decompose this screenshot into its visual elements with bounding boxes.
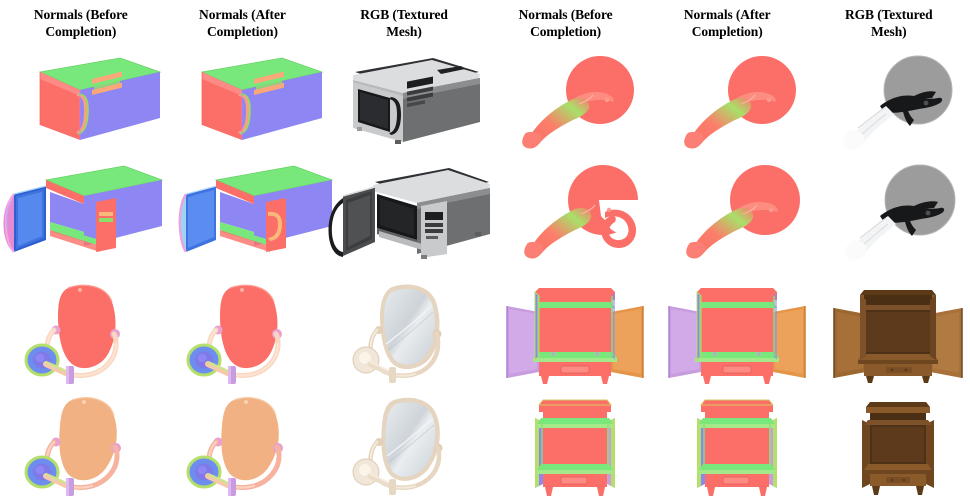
cell-r3c1-mirror-normals-before	[20, 278, 170, 390]
microwave-normals-open-after	[178, 165, 334, 253]
column-header-5-line2: Completion)	[691, 24, 763, 39]
cell-r4c2-mirror-normals-after	[182, 392, 332, 500]
cabinet-rgb-open	[833, 290, 963, 383]
cabinet-normals-open-after	[668, 288, 806, 384]
cell-r4c1-mirror-normals-before	[20, 392, 170, 500]
cell-r2c2-microwave-open-normals-after	[170, 156, 338, 268]
cell-r2c4-pizzacutter-normals-before	[495, 156, 655, 268]
cell-r3c2-mirror-normals-after	[182, 278, 332, 390]
column-header-2-line1: Normals (After	[199, 7, 286, 22]
column-header-5: Normals (After Completion)	[646, 0, 808, 40]
column-header-5-line1: Normals (After	[683, 7, 771, 22]
microwave-normals-closed-before	[38, 57, 162, 140]
pizzacutter-normals-full-after	[684, 56, 796, 149]
column-header-1-line2: Completion)	[45, 24, 117, 39]
column-header-3-line1: RGB (Textured	[360, 7, 448, 22]
column-header-4: Normals (Before Completion)	[485, 0, 647, 40]
cell-r2c6-pizzacutter-rgb	[818, 156, 970, 268]
cell-r2c3-microwave-open-rgb	[325, 156, 495, 268]
column-header-4-line1: Normals (Before	[518, 7, 613, 22]
column-header-4-line2: Completion)	[530, 24, 602, 39]
cell-r1c6-pizzacutter-rgb	[818, 48, 970, 156]
cell-r3c5-cabinet-normals-after	[657, 278, 817, 390]
column-header-6-line1: RGB (Textured	[844, 7, 933, 22]
pizzacutter-rgb-full	[843, 55, 953, 151]
mirror-normals-tilted-before	[24, 397, 121, 496]
pizzacutter-normals-notched-after	[686, 165, 800, 259]
mirror-normals-upright-after	[186, 284, 282, 384]
column-header-6-line2: Mesh)	[871, 24, 907, 39]
microwave-normals-closed-after	[200, 57, 324, 140]
mirror-rgb-tilted	[352, 397, 443, 495]
cell-r2c1-microwave-open-normals-before	[0, 156, 168, 268]
microwave-rgb-open	[328, 168, 490, 259]
column-header-3: RGB (Textured Mesh)	[323, 0, 485, 40]
cell-r1c4-pizzacutter-normals-before	[495, 48, 655, 156]
column-headers: Normals (Before Completion) Normals (Aft…	[0, 0, 970, 40]
cell-r1c3-microwave-rgb	[333, 48, 493, 156]
cell-r3c3-mirror-rgb	[342, 278, 492, 390]
column-header-2: Normals (After Completion)	[162, 0, 324, 40]
pizzacutter-normals-full-before	[522, 56, 634, 149]
cabinet-normals-open-before	[506, 288, 644, 384]
pizzacutter-normals-notched-before	[524, 165, 638, 259]
column-header-1: Normals (Before Completion)	[0, 0, 162, 40]
cell-r4c5-cabinet-normals-after	[657, 392, 817, 500]
cell-r1c5-pizzacutter-normals-after	[657, 48, 817, 156]
cabinet-rgb-closed	[862, 402, 934, 495]
microwave-rgb-closed	[353, 58, 480, 144]
cell-r4c6-cabinet-rgb	[818, 392, 970, 500]
cell-r4c4-cabinet-normals-before	[495, 392, 655, 500]
microwave-normals-open-before	[3, 165, 164, 253]
column-header-3-line2: Mesh)	[386, 24, 422, 39]
pizzacutter-rgb-notched	[845, 164, 956, 261]
mirror-normals-tilted-after	[186, 397, 283, 496]
cell-r2c5-pizzacutter-normals-after	[657, 156, 817, 268]
column-header-6: RGB (Textured Mesh)	[808, 0, 970, 40]
column-header-1-line1: Normals (Before	[33, 7, 128, 22]
cell-r3c6-cabinet-rgb	[818, 278, 970, 390]
cell-r1c1-microwave-normals-before	[8, 48, 168, 156]
mirror-normals-upright-before	[24, 284, 120, 384]
cabinet-normals-closed-after	[697, 399, 777, 496]
cell-r4c3-mirror-rgb	[342, 392, 492, 500]
cell-r1c2-microwave-normals-after	[170, 48, 330, 156]
mirror-rgb-upright	[352, 284, 442, 383]
column-header-2-line2: Completion)	[206, 24, 278, 39]
results-grid	[0, 46, 970, 500]
cell-r3c4-cabinet-normals-before	[495, 278, 655, 390]
cabinet-normals-closed-before	[535, 399, 615, 496]
